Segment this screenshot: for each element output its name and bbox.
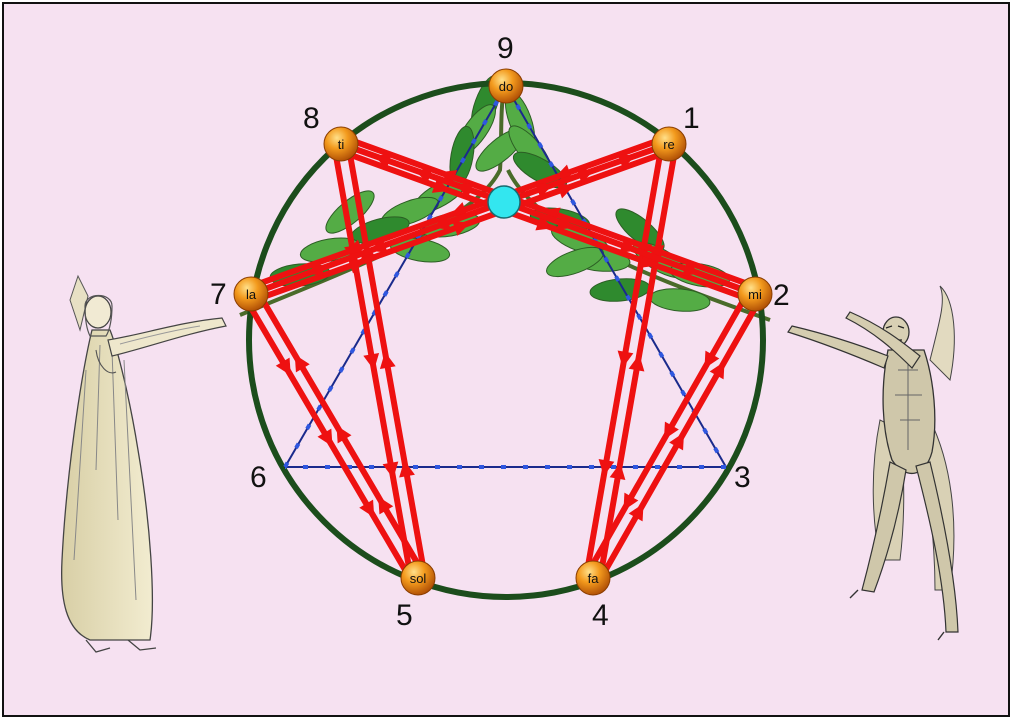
hexad-arrow-8-2 (335, 147, 756, 304)
note-label-fa: fa (588, 571, 600, 586)
note-label-re: re (663, 137, 675, 152)
center-spoke-7 (248, 199, 507, 297)
point-number-6: 6 (250, 461, 267, 494)
hexad-arrow-5-7 (254, 287, 428, 578)
laurel-leaf (589, 278, 651, 302)
point-number-7: 7 (210, 278, 227, 311)
center-spoke-2 (501, 199, 758, 297)
hexad-arrows (241, 134, 765, 585)
point-number-1: 1 (683, 102, 700, 135)
note-ball-re: re (651, 126, 687, 162)
demon-figure (787, 285, 959, 641)
center-spoke-1 (501, 141, 672, 205)
point-number-2: 2 (773, 279, 790, 312)
note-balls: re mi fa sol la ti do (233, 68, 773, 596)
point-number-5: 5 (396, 599, 413, 632)
angel-figure (61, 274, 227, 653)
note-label-ti: ti (338, 137, 345, 152)
note-ball-mi: mi (737, 276, 773, 312)
triangle-edge-dashes-6-9 (283, 84, 508, 469)
point-number-8: 8 (303, 102, 320, 135)
point-number-4: 4 (592, 599, 609, 632)
note-label-do: do (499, 79, 513, 94)
center-dot (487, 185, 521, 219)
laurel-leaf (649, 288, 711, 312)
note-ball-ti: ti (323, 126, 359, 162)
note-ball-fa: fa (575, 560, 611, 596)
note-ball-la: la (233, 276, 269, 312)
point-number-9: 9 (497, 32, 514, 65)
hexad-arrow-7-5 (241, 294, 415, 585)
laurel-leaf (546, 246, 604, 278)
triangle-edge-9-3 (505, 85, 727, 468)
center-spoke-8 (338, 141, 507, 205)
note-label-mi: mi (748, 287, 762, 302)
hexad-arrow-2-4 (583, 287, 752, 578)
note-ball-sol: sol (400, 560, 436, 596)
note-ball-do: do (488, 68, 524, 104)
note-label-la: la (246, 287, 257, 302)
point-number-3: 3 (734, 461, 751, 494)
enneagram-circle (246, 80, 766, 600)
note-label-sol: sol (410, 571, 427, 586)
hexad-arrow-4-2 (596, 294, 765, 585)
